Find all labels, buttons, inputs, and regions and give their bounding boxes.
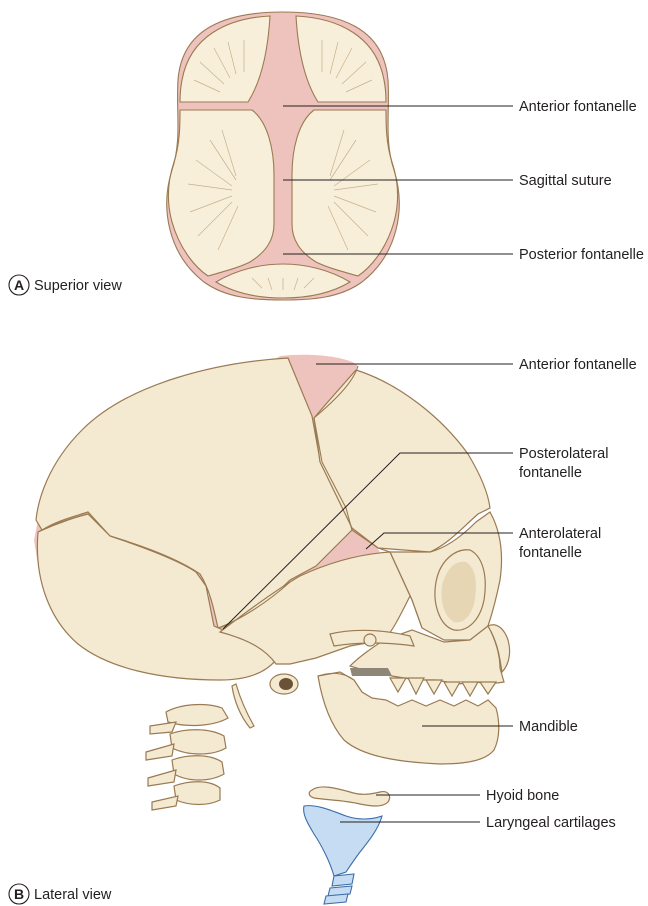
temporal-fossa-shadow [350, 668, 392, 676]
panel-b-letter: B [14, 886, 24, 902]
articular-tubercle [364, 634, 376, 646]
left-parietal-bone [168, 110, 274, 276]
label-superior-anterior-fontanelle: Anterior fontanelle [519, 99, 637, 115]
label-posterolateral-line2: fontanelle [519, 465, 582, 481]
label-anterolateral-line2: fontanelle [519, 545, 582, 561]
lateral-view-label: Lateral view [34, 887, 112, 903]
meatus-opening [279, 678, 293, 690]
label-mandible: Mandible [519, 719, 578, 735]
panel-a-letter: A [14, 277, 24, 293]
right-parietal-bone [292, 110, 398, 276]
label-hyoid-bone: Hyoid bone [486, 788, 559, 804]
label-posterolateral-line1: Posterolateral [519, 446, 608, 462]
cervical-vertebrae [146, 684, 254, 810]
label-lateral-anterior-fontanelle: Anterior fontanelle [519, 357, 637, 373]
superior-view-label: Superior view [34, 278, 122, 294]
panel-b-badge: B [9, 884, 29, 904]
hyoid-bone-shape [309, 787, 389, 806]
label-superior-posterior-fontanelle: Posterior fontanelle [519, 247, 644, 263]
label-superior-sagittal-suture: Sagittal suture [519, 173, 612, 189]
superior-view-skull [167, 12, 399, 300]
label-laryngeal-cartilages: Laryngeal cartilages [486, 815, 616, 831]
label-anterolateral-line1: Anterolateral [519, 526, 601, 542]
laryngeal-cartilages-shape [304, 806, 382, 904]
panel-a-badge: A [9, 275, 29, 295]
